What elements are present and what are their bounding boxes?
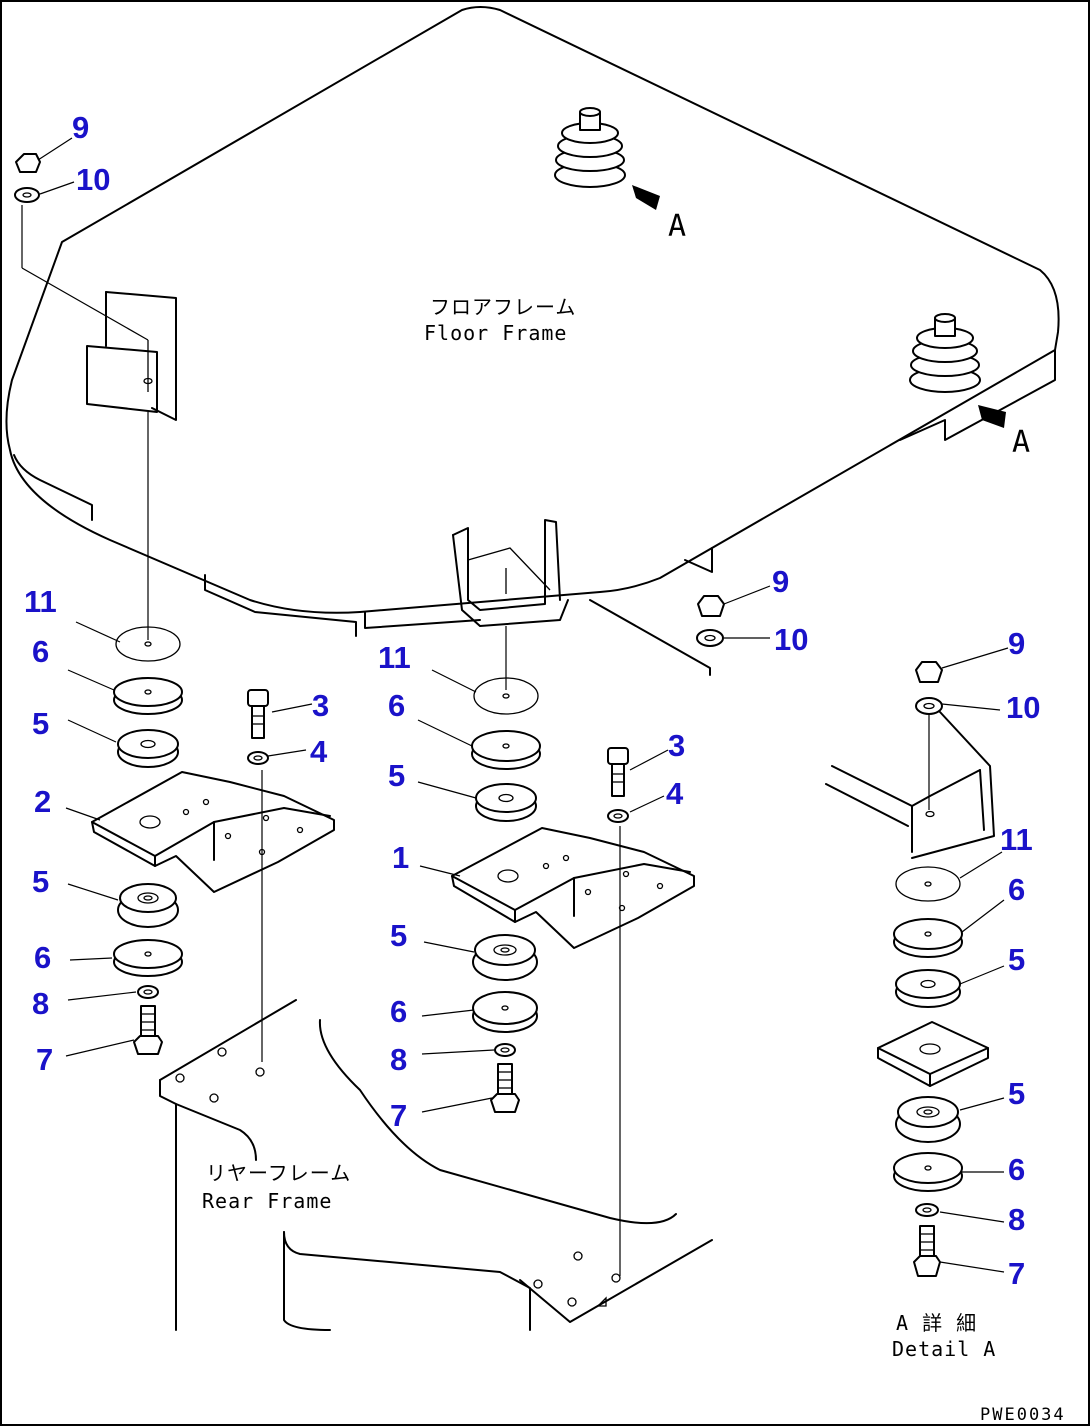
center-mount-stack [451, 626, 695, 1276]
arrow-label-a: A [1012, 425, 1030, 460]
callout-9: 9 [72, 110, 89, 145]
callout-11: 11 [1000, 822, 1033, 857]
callout-9: 9 [1008, 626, 1025, 661]
floor-frame-label-jp: フロアフレーム [430, 295, 576, 319]
callout-11: 11 [378, 640, 411, 675]
left-mount-stack [14, 153, 335, 1062]
nut-washer-mid [696, 595, 725, 647]
callout-7: 7 [1008, 1256, 1025, 1291]
callout-4: 4 [666, 776, 684, 811]
callout-5: 5 [388, 758, 405, 793]
callout-6: 6 [390, 994, 407, 1029]
detail-label-jp: A 詳 細 [896, 1311, 977, 1335]
rear-frame: リヤーフレーム Rear Frame [159, 999, 713, 1331]
arrow-icon [632, 185, 660, 210]
callout-5: 5 [1008, 942, 1025, 977]
drawing-code: PWE0034 [980, 1405, 1066, 1425]
mount-a2 [909, 313, 981, 393]
callout-3: 3 [312, 688, 329, 723]
callout-5: 5 [32, 706, 49, 741]
detail-label-en: Detail A [892, 1337, 996, 1361]
callout-5: 5 [390, 918, 407, 953]
callout-1: 1 [392, 840, 409, 875]
rear-frame-label-en: Rear Frame [202, 1189, 332, 1213]
floor-frame-label-en: Floor Frame [424, 321, 567, 345]
rear-frame-label-jp: リヤーフレーム [206, 1161, 351, 1185]
leader-lines [37, 137, 1009, 1273]
callout-7: 7 [390, 1098, 407, 1133]
floor-frame: A A フロアフレーム Floor Frame [5, 6, 1060, 676]
callout-4: 4 [310, 734, 328, 769]
callout-10: 10 [76, 162, 110, 197]
callout-8: 8 [32, 986, 49, 1021]
callout-10: 10 [774, 622, 808, 657]
arrow-icon [978, 405, 1006, 428]
callout-2: 2 [34, 784, 51, 819]
callout-11: 11 [24, 584, 57, 619]
callout-9: 9 [772, 564, 789, 599]
callout-3: 3 [668, 728, 685, 763]
callout-5: 5 [1008, 1076, 1025, 1111]
callout-6: 6 [1008, 1152, 1025, 1187]
callout-numbers: 9 10 11 6 5 3 4 2 5 6 8 7 11 6 5 3 4 1 5… [24, 110, 1040, 1291]
callout-8: 8 [390, 1042, 407, 1077]
callout-5: 5 [32, 864, 49, 899]
callout-10: 10 [1006, 690, 1040, 725]
detail-a: A 詳 細 Detail A [825, 661, 996, 1361]
callout-8: 8 [1008, 1202, 1025, 1237]
callout-6: 6 [1008, 872, 1025, 907]
callout-7: 7 [36, 1042, 53, 1077]
callout-6: 6 [32, 634, 49, 669]
mount-a1 [554, 107, 626, 188]
arrow-label-a: A [668, 209, 686, 244]
callout-6: 6 [34, 940, 51, 975]
callout-6: 6 [388, 688, 405, 723]
